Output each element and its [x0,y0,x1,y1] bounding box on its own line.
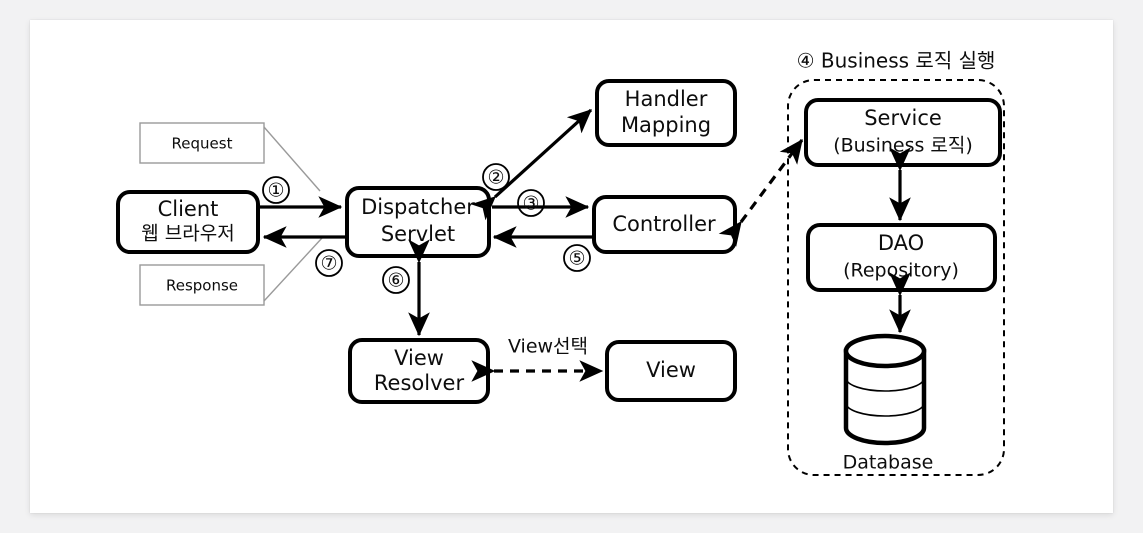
step-badge-5: ⑤ [563,244,591,272]
database-label: Database [843,452,934,474]
svg-text:⑥: ⑥ [387,270,404,292]
step-badge-6: ⑥ [382,266,410,294]
handler-mapping-label-line1: Handler [625,87,708,111]
svg-text:⑦: ⑦ [320,253,337,275]
client-label-line1: Client [158,197,219,221]
response-box [139,264,265,306]
handler-mapping-box[interactable] [595,79,737,147]
arrow-controller-service-dashed [718,138,804,247]
spring-mvc-flow-diagram: ④ Business 로직 실행 Request Response Client… [116,49,1005,476]
service-label-line1: Service [864,106,942,130]
view-label: View [646,358,696,382]
response-label: Response [166,277,238,295]
request-label: Request [172,135,233,153]
controller-label: Controller [612,212,716,236]
svg-text:③: ③ [522,193,539,215]
step-badge-3: ③ [517,189,545,217]
view-box[interactable] [605,340,737,402]
database-cylinder [843,333,927,446]
client-label-line2: 웹 브라우저 [141,223,234,245]
view-select-label: View선택 [508,336,588,358]
request-box [139,122,265,164]
service-label-line2: (Business 로직) [833,135,973,157]
dispatcher-servlet-label-line2: Servlet [381,222,455,246]
diagram-card: ④ Business 로직 실행 Request Response Client… [30,20,1113,513]
arrow-dispatcher-handler-mapping [470,108,593,221]
response-leader-line [263,237,323,302]
business-group-label: ④ Business 로직 실행 [797,49,996,73]
step-badge-1: ① [262,176,290,204]
svg-text:②: ② [487,167,504,189]
dao-label-line2: (Repository) [843,260,959,282]
handler-mapping-label-line2: Mapping [621,113,711,137]
view-resolver-label-line2: Resolver [374,371,465,395]
view-resolver-label-line1: View [394,346,444,370]
business-group-container [787,79,1005,476]
client-box[interactable] [116,190,260,254]
svg-text:⑤: ⑤ [568,248,585,270]
dispatcher-servlet-label-line1: Dispatcher [361,195,475,219]
step-badge-7: ⑦ [315,249,343,277]
step-badge-2: ② [482,163,510,191]
dao-label-line1: DAO [878,231,924,255]
request-leader-line [263,126,321,192]
svg-text:①: ① [267,180,284,202]
